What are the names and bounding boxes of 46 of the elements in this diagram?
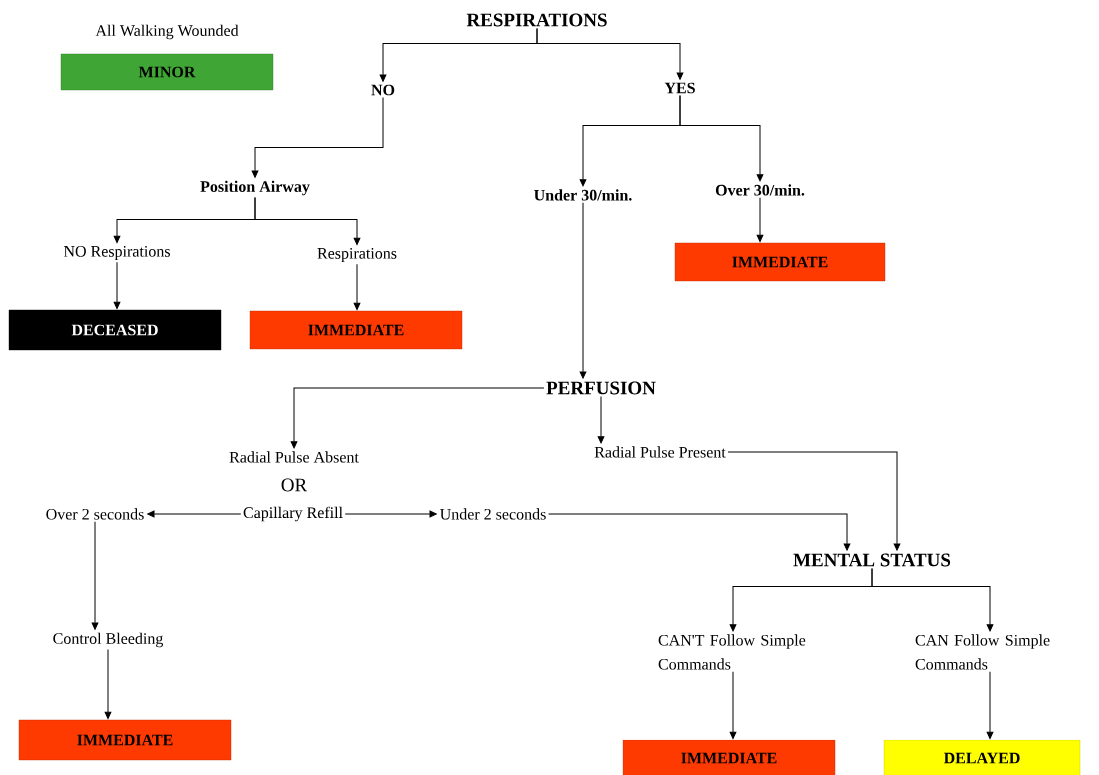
status-box: IMMEDIATE: [18, 719, 232, 761]
heading-text: RESPIRATIONS: [466, 13, 607, 27]
arrow: [679, 95, 764, 182]
arrow: [113, 261, 121, 310]
status-box: DECEASED: [8, 309, 222, 351]
step-label: CAN Follow Simple Commands: [915, 634, 1050, 670]
step-label: NO Respirations: [63, 246, 170, 260]
arrow: [353, 263, 361, 311]
arrow: [579, 202, 587, 379]
arrow: [548, 513, 851, 551]
box-heading: All Walking Wounded: [95, 24, 239, 40]
step-label: Control Bleeding: [53, 632, 164, 648]
arrow: [986, 671, 994, 740]
heading-text: MENTAL STATUS: [793, 553, 951, 567]
arrow: [536, 28, 684, 80]
branch-label: NO: [371, 84, 395, 96]
step-label: Capillary Refill: [243, 506, 343, 522]
connector-word: OR: [281, 478, 308, 492]
heading-text: PERFUSION: [546, 381, 656, 395]
step-label: Radial Pulse Present: [594, 446, 726, 458]
branch-label: YES: [664, 82, 695, 94]
arrow: [91, 521, 99, 630]
step-label: CAN'T Follow Simple Commands: [658, 634, 806, 670]
arrow: [871, 568, 994, 632]
status-box: MINOR: [60, 53, 274, 91]
step-label: Over 2 seconds: [46, 508, 144, 520]
arrow: [729, 671, 737, 740]
branch-label: Position Airway: [200, 180, 310, 196]
arrow: [254, 196, 361, 246]
arrow: [756, 197, 764, 243]
status-box: IMMEDIATE: [622, 739, 836, 775]
arrow: [147, 510, 242, 518]
branch-label: Under 30/min.: [534, 189, 632, 201]
step-label: Respirations: [317, 248, 397, 262]
arrow: [344, 510, 437, 518]
status-box: DELAYED: [883, 739, 1081, 775]
status-box: IMMEDIATE: [674, 242, 886, 282]
step-label: Under 2 seconds: [440, 508, 546, 520]
status-box: IMMEDIATE: [249, 310, 463, 350]
arrow: [251, 97, 384, 178]
arrow: [104, 648, 112, 720]
arrow: [290, 387, 545, 449]
arrow: [597, 396, 605, 444]
branch-label: Over 30/min.: [715, 184, 805, 196]
arrow: [727, 451, 901, 551]
step-label: Radial Pulse Absent: [229, 451, 359, 463]
